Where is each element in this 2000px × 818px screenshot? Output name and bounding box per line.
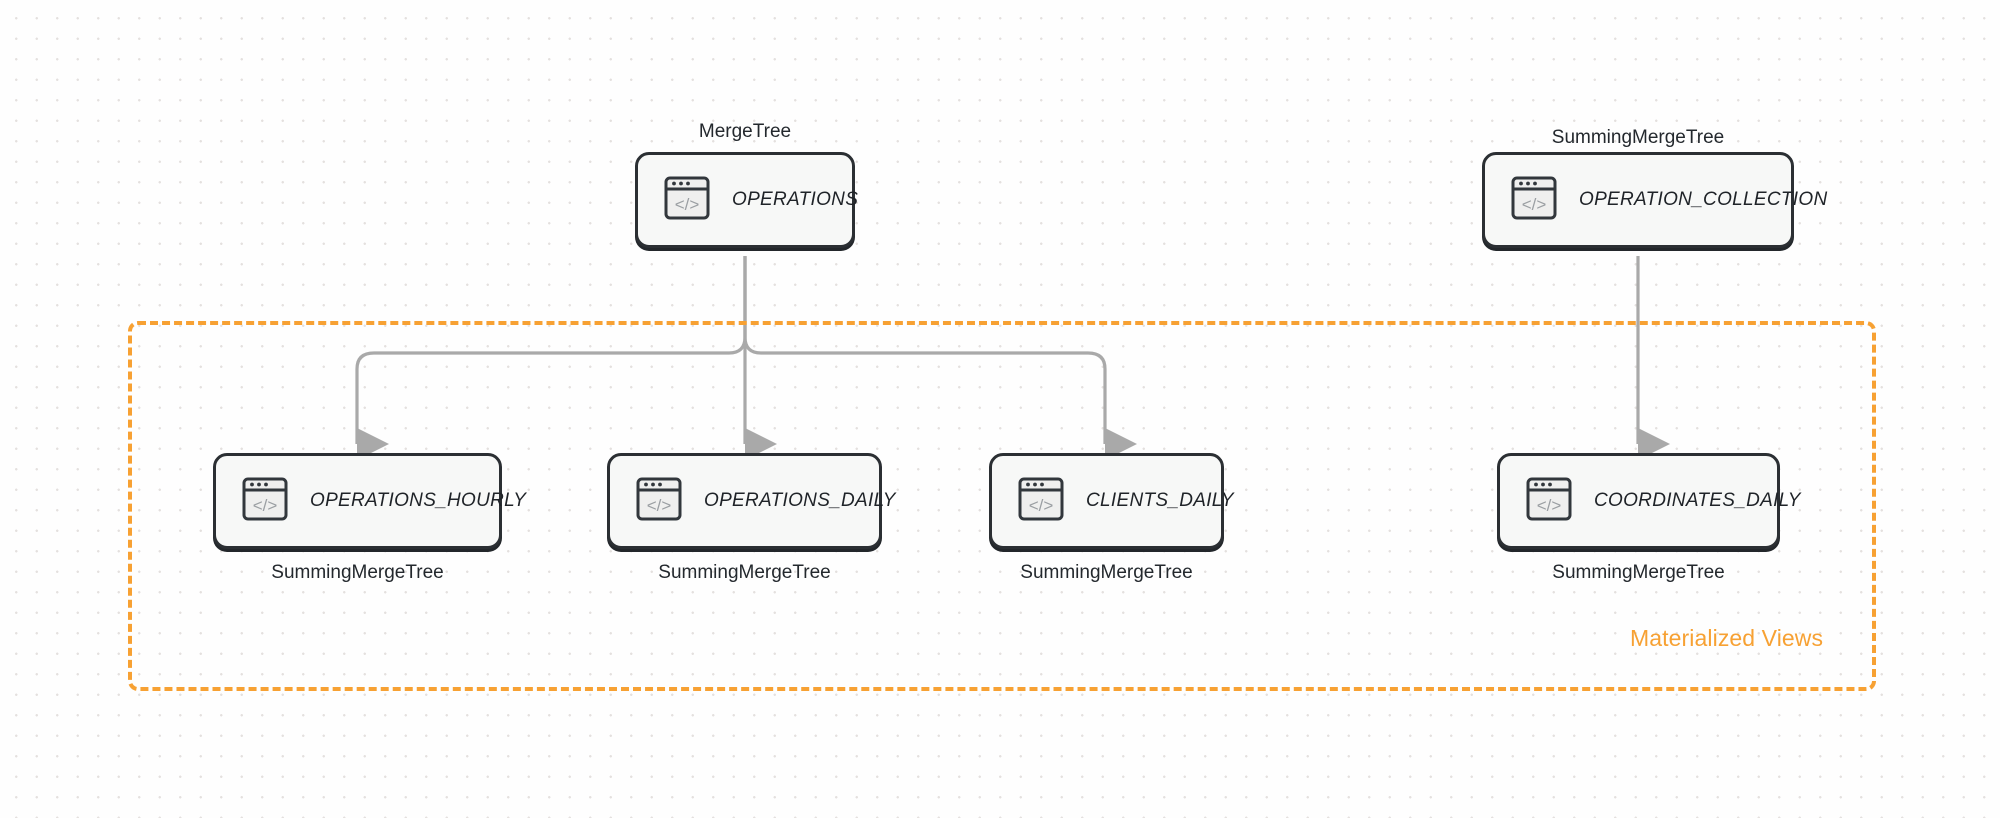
node-label: COORDINATES_DAILY bbox=[1594, 490, 1801, 511]
engine-caption-operation-collection: SummingMergeTree bbox=[1551, 127, 1725, 148]
node-operations-hourly[interactable]: </> OPERATIONS_HOURLY bbox=[213, 453, 526, 549]
node-label: OPERATIONS_DAILY bbox=[704, 490, 896, 511]
code-window-icon: </> bbox=[1018, 477, 1064, 526]
code-window-icon: </> bbox=[664, 176, 710, 225]
engine-caption-operations-hourly: SummingMergeTree bbox=[271, 562, 444, 583]
engine-caption-operations: MergeTree bbox=[698, 121, 792, 142]
node-clients-daily[interactable]: </> CLIENTS_DAILY bbox=[989, 453, 1234, 549]
materialized-views-group bbox=[128, 321, 1876, 691]
svg-text:</>: </> bbox=[675, 195, 700, 214]
node-coordinates-daily[interactable]: </> COORDINATES_DAILY bbox=[1497, 453, 1800, 549]
node-operations[interactable]: </> OPERATIONS bbox=[635, 152, 859, 248]
node-label: OPERATIONS bbox=[732, 189, 859, 210]
node-operation-collection[interactable]: </> OPERATION_COLLECTION bbox=[1482, 152, 1827, 248]
engine-caption-coordinates-daily: SummingMergeTree bbox=[1552, 562, 1725, 583]
engine-caption-clients-daily: SummingMergeTree bbox=[1020, 562, 1193, 583]
svg-text:</>: </> bbox=[1522, 195, 1547, 214]
code-window-icon: </> bbox=[242, 477, 288, 526]
svg-text:</>: </> bbox=[1537, 496, 1562, 515]
code-window-icon: </> bbox=[1511, 176, 1557, 225]
engine-caption-operations-daily: SummingMergeTree bbox=[658, 562, 831, 583]
materialized-views-label: Materialized Views bbox=[1630, 625, 1824, 651]
code-window-icon: </> bbox=[636, 477, 682, 526]
svg-text:</>: </> bbox=[1029, 496, 1054, 515]
node-operations-daily[interactable]: </> OPERATIONS_DAILY bbox=[607, 453, 895, 549]
node-label: CLIENTS_DAILY bbox=[1086, 490, 1234, 511]
code-window-icon: </> bbox=[1526, 477, 1572, 526]
node-label: OPERATION_COLLECTION bbox=[1579, 189, 1828, 210]
svg-text:</>: </> bbox=[647, 496, 672, 515]
svg-text:</>: </> bbox=[253, 496, 278, 515]
node-label: OPERATIONS_HOURLY bbox=[310, 490, 527, 511]
